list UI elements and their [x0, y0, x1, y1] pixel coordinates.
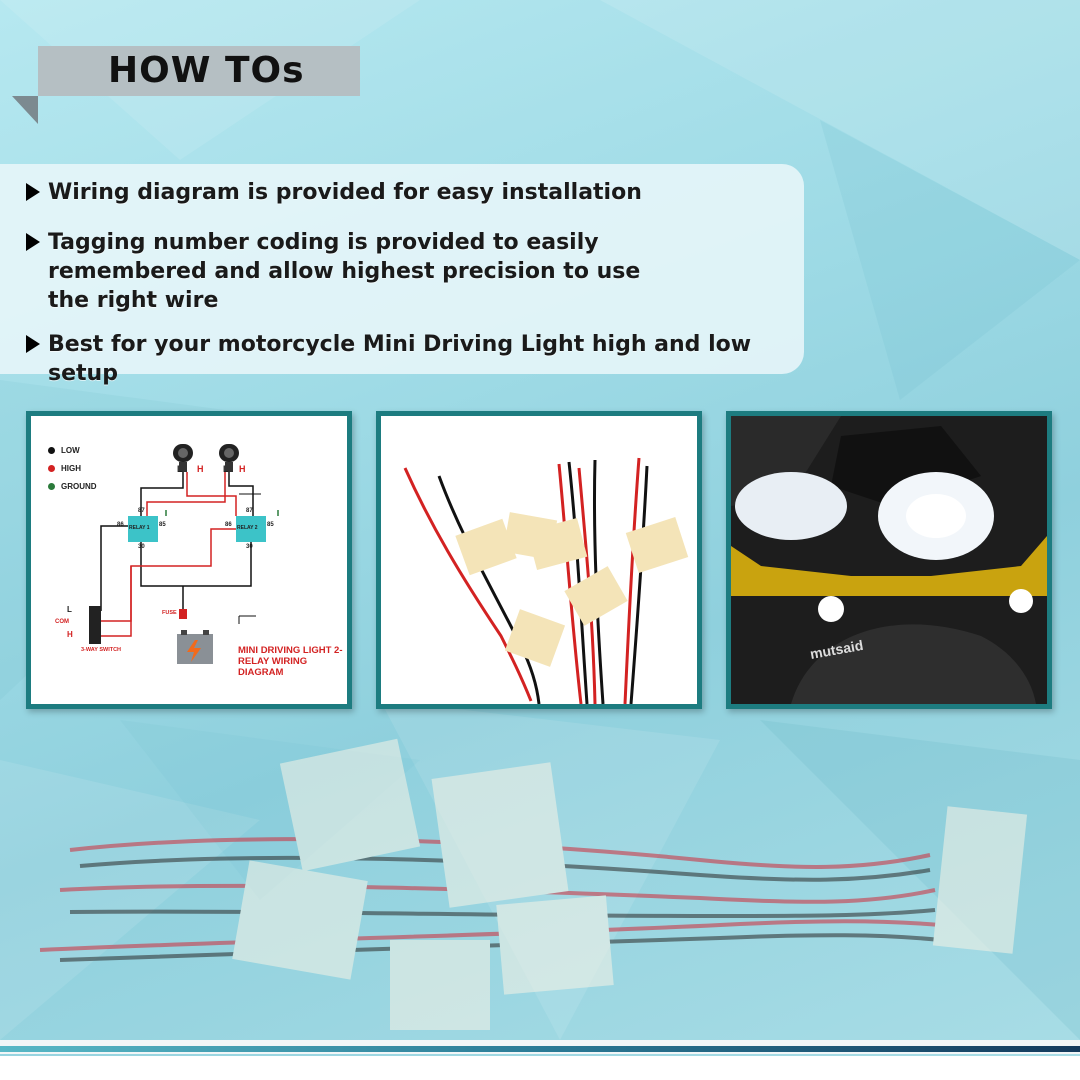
triangle-bullet-icon: [26, 233, 40, 251]
pin-86-label: 86: [117, 522, 124, 528]
pin-30-label: 30: [138, 544, 145, 550]
legend-ground: GROUND: [48, 482, 97, 491]
pin-30-label: 30: [246, 544, 253, 550]
switch-l-label: L: [67, 605, 72, 614]
triangle-bullet-icon: [26, 183, 40, 201]
lamp-right-icon: [219, 444, 239, 472]
relay-2-label: RELAY 2: [237, 525, 258, 531]
relay-1-box: [128, 516, 158, 542]
page-title: HOW TOs: [108, 50, 305, 91]
switch-h-label: H: [67, 630, 73, 639]
pin-87-label: 87: [138, 508, 145, 514]
footer-gradient-bar: [0, 1046, 1080, 1052]
pin-87-label: 87: [246, 508, 253, 514]
wiring-diagram-card: LOW HIGH GROUND: [26, 411, 352, 709]
faded-wire-harness-image: [39, 738, 1028, 1030]
legend-high: HIGH: [48, 464, 81, 473]
legend-low: LOW: [48, 446, 80, 455]
relay-2-box: [236, 516, 266, 542]
bullet-item: Tagging number coding is provided to eas…: [26, 228, 646, 315]
footer: [0, 1056, 1080, 1080]
switch-com-label: COM: [55, 619, 69, 625]
triangle-bullet-icon: [26, 335, 40, 353]
title-ribbon: [12, 46, 360, 124]
fuse-icon: [179, 609, 187, 619]
lamp-h-label: H: [197, 464, 204, 474]
bullet-text: Tagging number coding is provided to eas…: [48, 230, 641, 313]
bullet-item: Wiring diagram is provided for easy inst…: [26, 178, 786, 207]
relay-1-label: RELAY 1: [129, 525, 150, 531]
bullet-text: Best for your motorcycle Mini Driving Li…: [48, 332, 752, 386]
wiring-diagram: LOW HIGH GROUND: [31, 416, 347, 704]
wire-tags-photo: [381, 416, 697, 704]
wire-tags-photo-card: [376, 411, 702, 709]
wiring-schematic: [89, 444, 279, 664]
lamp-l-label: L: [177, 464, 183, 474]
battery-icon: [177, 630, 213, 664]
switch-label: 3-WAY SWITCH: [81, 647, 122, 653]
motorcycle-photo-card: mutsaid: [726, 411, 1052, 709]
bullet-panel: [0, 164, 804, 374]
lamp-h-label: H: [239, 464, 246, 474]
diagram-title: MINI DRIVING LIGHT 2-RELAY WIRING DIAGRA…: [238, 645, 343, 678]
lamp-left-icon: [173, 444, 193, 472]
switch-icon: [89, 606, 101, 644]
bullet-text: Wiring diagram is provided for easy inst…: [48, 180, 642, 205]
motorcycle-image: mutsaid: [731, 416, 1047, 704]
pin-85-label: 85: [159, 522, 166, 528]
lamp-l-label: L: [223, 464, 229, 474]
motorcycle-photo: mutsaid: [731, 416, 1047, 704]
pin-85-label: 85: [267, 522, 274, 528]
wire-bundle-image: [403, 457, 689, 704]
fuse-label: FUSE: [162, 610, 177, 616]
pin-86-label: 86: [225, 522, 232, 528]
bullet-item: Best for your motorcycle Mini Driving Li…: [26, 330, 806, 388]
